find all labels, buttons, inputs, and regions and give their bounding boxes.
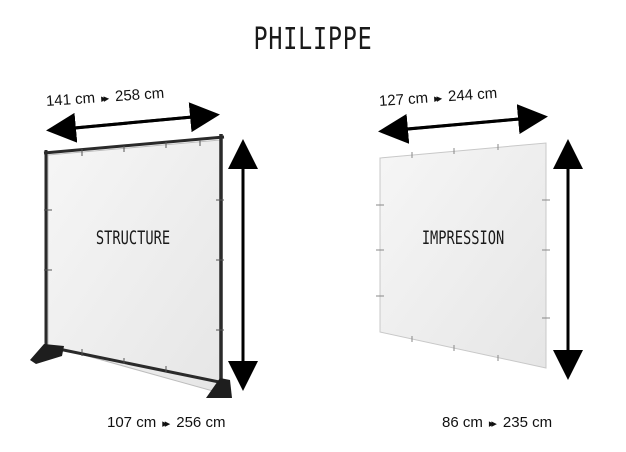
left-width-min: 141 cm: [45, 89, 96, 110]
right-height-min: 86 cm: [442, 414, 483, 431]
page-title: PHILIPPE: [253, 22, 373, 57]
left-width-max: 258 cm: [114, 84, 165, 106]
right-height-max: 235 cm: [502, 414, 553, 431]
structure-banner: [30, 134, 232, 398]
impression-panel: [376, 142, 550, 369]
double-arrow-icon: ▸▸: [488, 418, 497, 430]
right-width-min: 127 cm: [378, 89, 429, 110]
double-arrow-icon: ▸▸: [433, 92, 440, 106]
right-height-range: 86 cm ▸▸ 235 cm: [442, 414, 552, 431]
left-height-min: 107 cm: [107, 414, 157, 431]
right-width-max: 244 cm: [447, 84, 498, 106]
double-arrow-icon: ▸▸: [100, 92, 107, 106]
left-height-max: 256 cm: [176, 414, 226, 431]
left-height-range: 107 cm ▸▸ 256 cm: [107, 414, 225, 431]
double-arrow-icon: ▸▸: [162, 418, 170, 430]
impression-label: IMPRESSION: [421, 227, 505, 249]
structure-label: STRUCTURE: [95, 227, 171, 249]
